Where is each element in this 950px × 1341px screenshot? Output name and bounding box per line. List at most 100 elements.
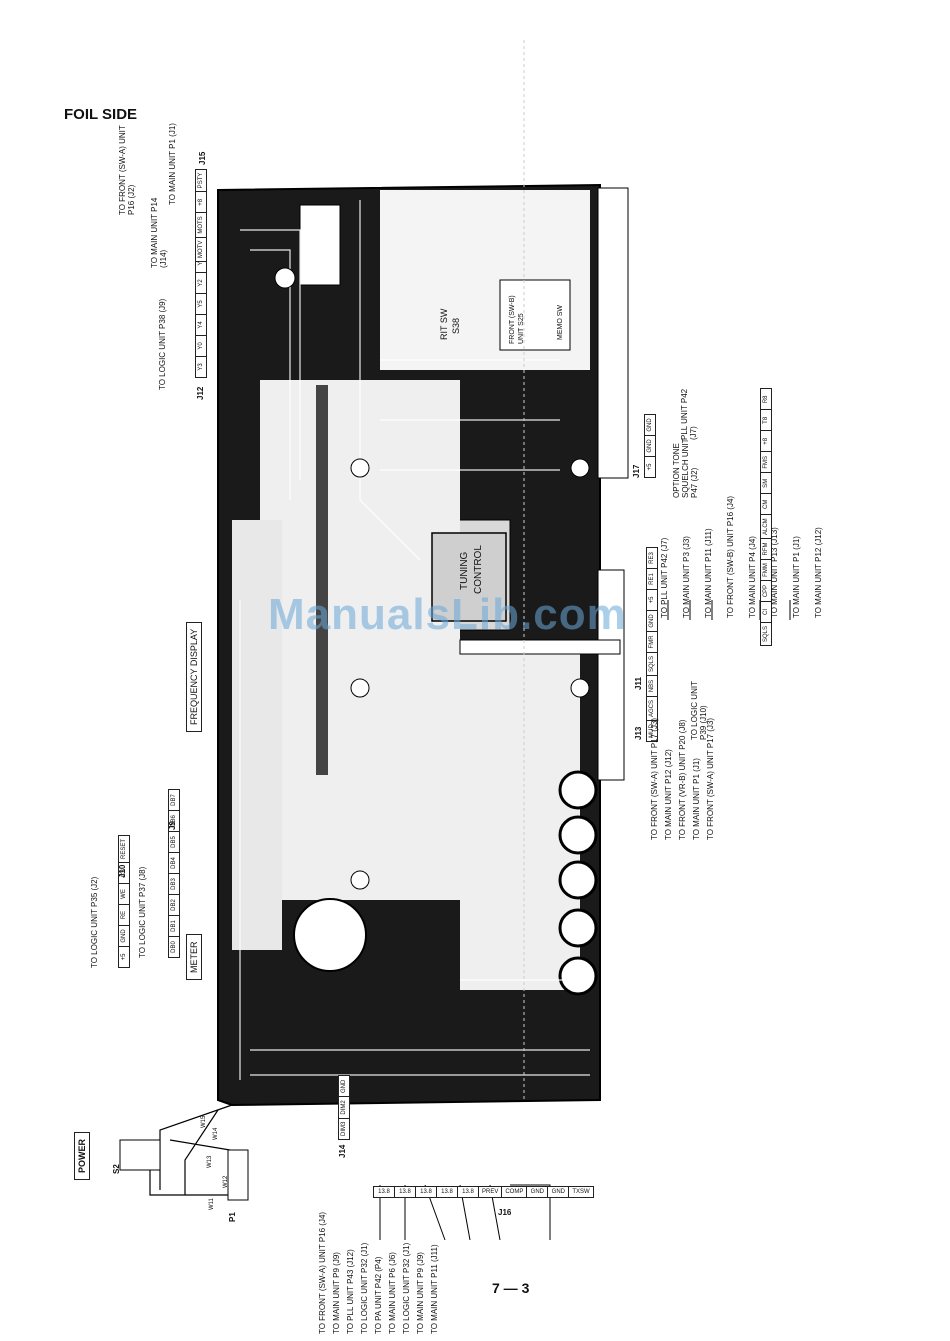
- ic-label-control: CONTROL: [473, 545, 484, 594]
- connector-pin: DIM2: [338, 1096, 350, 1119]
- destination-label: TO FRONT (SW-A) UNIT P17 (J3): [706, 717, 715, 840]
- connector-pin: T8: [760, 409, 772, 432]
- connector-pin: FMR: [646, 630, 658, 653]
- ic-label-tuning: TUNING: [459, 551, 470, 590]
- destination-label: TO MAIN UNIT P3 (J3): [682, 536, 691, 618]
- frequency-display-label: FREQUENCY DISPLAY: [186, 621, 202, 732]
- destination-label: TO PLL UNIT P42 (J7): [660, 537, 669, 618]
- connector-pin: GND: [526, 1186, 549, 1198]
- ic-tuning-control: [431, 532, 507, 622]
- meter-label: METER: [186, 934, 202, 980]
- connector-pin: SM: [760, 472, 772, 495]
- connector-pin: 13.8: [436, 1186, 458, 1198]
- connector-pin: Y5: [195, 293, 207, 315]
- meter-hole: [293, 898, 367, 972]
- watermark: ManualsLib.com: [268, 590, 627, 639]
- destination-label: TO PA UNIT P42 (P4): [374, 1256, 383, 1334]
- connector-pin: Y0: [195, 335, 207, 357]
- connector-pin: WE: [118, 883, 130, 905]
- j9-name: J9: [168, 821, 177, 830]
- connector-pin: 13.8: [415, 1186, 437, 1198]
- power-label: POWER: [74, 1131, 90, 1180]
- j11-pad-strip: [459, 639, 621, 655]
- s2-label: S2: [112, 1164, 121, 1174]
- connector-pin: DB5: [168, 831, 180, 853]
- connector-pin: GND: [547, 1186, 570, 1198]
- j15-destination-c: TO MAIN UNIT P1 (J1): [168, 123, 177, 205]
- destination-label: TO MAIN UNIT P6 (J6): [388, 1252, 397, 1334]
- destination-label: TO MAIN UNIT P4 (J4): [748, 536, 757, 618]
- connector-pin: R8: [760, 388, 772, 411]
- connector-pin: RE1: [646, 568, 658, 590]
- destination-label: TO PLL UNIT P43 (J12): [346, 1249, 355, 1334]
- destination-label: TO LOGIC UNIT P32 (J1): [402, 1242, 411, 1334]
- connector-pin: GND: [118, 925, 130, 947]
- destination-label: TO FRONT (SW-A) UNIT P17 (J3): [650, 717, 659, 840]
- connector-pin: RESET: [118, 834, 130, 863]
- j13-name: J13: [634, 726, 643, 740]
- s38-label: S38: [451, 317, 461, 334]
- connector-pin: 13.8: [394, 1186, 416, 1198]
- front-swb-label: FRONT (SW-B) UNIT S25: [509, 295, 525, 344]
- connector-pin: MOTV: [195, 236, 207, 262]
- connector-pin: SQLS: [760, 621, 772, 646]
- wire-label: W14: [213, 1127, 219, 1140]
- p1-label: P1: [228, 1212, 237, 1222]
- connector-pin: CM: [760, 493, 772, 516]
- j10-destination: TO LOGIC UNIT P35 (J2): [90, 876, 99, 968]
- connector-pin: GND: [338, 1075, 350, 1098]
- connector-pin: RE3: [646, 547, 658, 569]
- potentiometers: [558, 770, 598, 996]
- pcb-tab: [597, 187, 629, 479]
- wire-label: W12: [223, 1175, 229, 1188]
- j15-destination-b: TO FRONT (SW-A) UNIT P16 (J2): [118, 125, 136, 215]
- destination-label: TO MAIN UNIT P12 (J12): [664, 749, 673, 840]
- page-title: FOIL SIDE: [64, 106, 138, 123]
- destination-label: TO MAIN UNIT P11 (J11): [704, 528, 713, 618]
- wire-label: W15: [201, 1115, 207, 1128]
- j15-pad-strip: [299, 204, 341, 286]
- connector-pin: +8: [195, 191, 207, 214]
- j12-destination: TO LOGIC UNIT P38 (J9): [158, 298, 167, 390]
- rit-sw-label: RIT SW: [439, 308, 449, 340]
- destination-label: TO FRONT (SW-B) UNIT P16 (J4): [726, 495, 735, 618]
- destination-label: TO MAIN UNIT P12 (J12): [814, 527, 823, 618]
- destination-label: TO MAIN UNIT P1 (J1): [692, 758, 701, 840]
- connector-pin: GND: [644, 414, 656, 436]
- destination-label: TO MAIN UNIT P13 (J13): [770, 527, 779, 618]
- front-swb-box: [499, 279, 571, 351]
- connector-pin: TXSW: [568, 1186, 594, 1198]
- destination-label: TO FRONT (VR-B) UNIT P20 (J8): [678, 719, 687, 840]
- connector-pin: FMS: [760, 451, 772, 474]
- connector-pin: +5: [644, 456, 656, 478]
- j11-name: J11: [634, 677, 643, 690]
- page-number: 7 — 3: [492, 1280, 530, 1296]
- connector-pin: 13.8: [373, 1186, 395, 1198]
- p1-connector: [227, 1149, 249, 1201]
- j12-name: J12: [196, 386, 205, 400]
- traces: [239, 200, 590, 1080]
- j9-destination: TO LOGIC UNIT P37 (J8): [138, 866, 147, 958]
- connector-pin: PREV: [478, 1186, 503, 1198]
- connector-pin: MOTS: [195, 212, 207, 238]
- j15-destination-a: TO MAIN UNIT P14 (J14): [150, 197, 168, 268]
- destination-label: TO FRONT (SW-A) UNIT P16 (J4): [318, 1211, 327, 1334]
- j10-name: J10: [118, 864, 127, 878]
- destination-label: TO LOGIC UNIT P32 (J1): [360, 1242, 369, 1334]
- connector-pin: NBS: [646, 674, 658, 697]
- connector-pin: Y4: [195, 314, 207, 336]
- destination-label: TO MAIN UNIT P11 (J11): [430, 1244, 439, 1334]
- connector-pin: Y2: [195, 272, 207, 294]
- j17-name: J17: [632, 464, 641, 478]
- destination-label: TO MAIN UNIT P1 (J1): [792, 536, 801, 618]
- connector-pin: PSTY: [195, 168, 207, 193]
- connector-pin: 13.8: [457, 1186, 479, 1198]
- memo-sw-label: MEMO SW: [557, 305, 564, 340]
- connector-pin: DB0: [168, 936, 180, 958]
- wire-label: W13: [207, 1155, 213, 1168]
